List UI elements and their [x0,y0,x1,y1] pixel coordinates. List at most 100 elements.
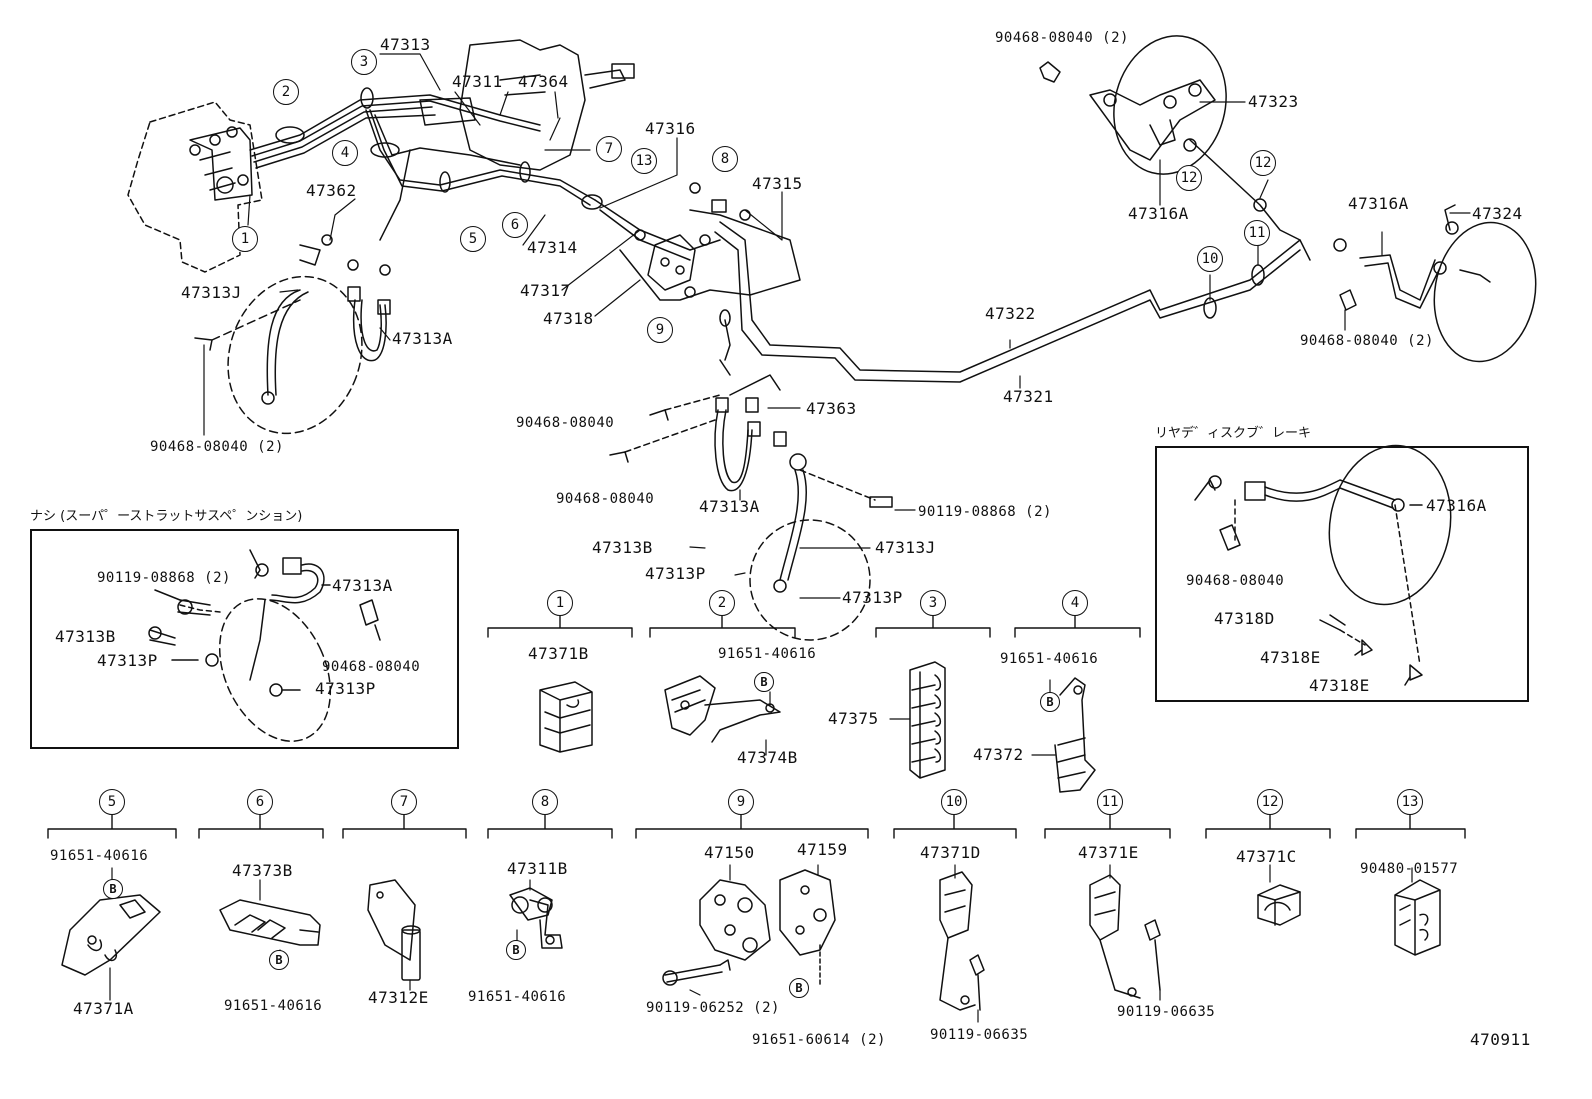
left-box-clip: 90468-08040 [322,659,421,675]
leader-lines [203,53,1471,599]
detail-9-b: 47159 [797,840,848,859]
detail-3-part: 47375 [828,709,879,728]
detail-8-part: 47311B [507,859,568,878]
detail-9-a: 47150 [704,843,755,862]
no-suspension-box [30,529,459,749]
brake-tube-bundle [249,87,721,261]
detail-callout-3: 3 [920,590,946,616]
label-47364: 47364 [518,72,569,91]
detail-5-part: 47371A [73,999,134,1018]
left-box-47313P-b: 47313P [315,679,376,698]
callout-9: 9 [647,317,673,343]
label-47317: 47317 [520,281,571,300]
label-47323: 47323 [1248,92,1299,111]
detail-brackets [47,613,1466,839]
detail-6-part: 47373B [232,861,293,880]
detail-5-bolt: 91651-40616 [50,848,149,864]
detail-7-part: 47312E [368,988,429,1007]
callout-6: 6 [502,212,528,238]
label-47324: 47324 [1472,204,1523,223]
center-hose-drawing [609,309,893,641]
detail-2-bolt: 91651-40616 [718,646,817,662]
bolt-marker-2: B [754,672,774,692]
rear-wheel-right [1333,204,1537,363]
label-47313J-mid: 47313J [875,538,936,557]
detail-callout-6: 6 [247,789,273,815]
detail-11-bolt: 90119-06635 [1117,1004,1216,1020]
left-box-47313P-a: 47313P [97,651,158,670]
callout-2: 2 [273,79,299,105]
detail-4-bolt: 91651-40616 [1000,651,1099,667]
callout-11: 11 [1244,220,1270,246]
left-box-bolt: 90119-08868 (2) [97,570,231,586]
bolt-marker-8: B [506,940,526,960]
detail-sketches [61,661,1441,1011]
rear-disc-title: リヤデ゛ィスクブ゛レーキ [1155,426,1312,441]
right-box-clip: 90468-08040 [1186,573,1285,589]
detail-10-bolt: 90119-06635 [930,1027,1029,1043]
callout-4: 4 [332,140,358,166]
callout-5: 5 [460,226,486,252]
label-47315: 47315 [752,174,803,193]
bolt-marker-5: B [103,879,123,899]
left-box-47313B: 47313B [55,627,116,646]
detail-12-part: 47371C [1236,847,1297,866]
detail-10-part: 47371D [920,843,981,862]
right-box-47318E-a: 47318E [1260,648,1321,667]
bolt-marker-9: B [789,978,809,998]
label-47313J: 47313J [181,283,242,302]
right-box-47318D: 47318D [1214,609,1275,628]
detail-callout-9: 9 [728,789,754,815]
clip-top-drawing [1039,61,1061,83]
label-47322: 47322 [985,304,1036,323]
callout-7: 7 [596,136,622,162]
right-box-47316A: 47316A [1426,496,1487,515]
detail-6-bolt: 91651-40616 [224,998,323,1014]
label-47316A-right: 47316A [1348,194,1409,213]
callout-8: 8 [712,146,738,172]
label-47316A-top: 47316A [1128,204,1189,223]
clip-right-drawing [1339,289,1357,311]
no-suspension-title: ナシ (スーパ゜ーストラットサスペ゜ンション) [30,509,303,524]
label-47313P-mid1: 47313P [645,564,706,583]
detail-1-part: 47371B [528,644,589,663]
detail-callout-5: 5 [99,789,125,815]
label-47316: 47316 [645,119,696,138]
label-47313A: 47313A [392,329,453,348]
callout-13: 13 [631,148,657,174]
label-47313: 47313 [380,35,431,54]
bolt-marker-6: B [269,950,289,970]
label-47313P-mid2: 47313P [842,588,903,607]
callout-1: 1 [232,226,258,252]
label-47318: 47318 [543,309,594,328]
detail-callout-4: 4 [1062,590,1088,616]
detail-callout-12: 12 [1257,789,1283,815]
detail-callout-8: 8 [532,789,558,815]
left-box-drawing [148,549,381,742]
callout-12a: 12 [1176,165,1202,191]
detail-4-part: 47372 [973,745,1024,764]
label-bolt-mid: 90119-08868 (2) [918,504,1052,520]
detail-13-part: 90480-01577 [1360,861,1459,877]
detail-9-bolt: 90119-06252 (2) [646,1000,780,1016]
label-47311: 47311 [452,72,503,91]
label-clip-c: 90468-08040 (2) [1300,333,1434,349]
detail-2-part: 47374B [737,748,798,767]
right-box-drawing [1194,444,1452,686]
detail-callout-13: 13 [1397,789,1423,815]
abs-actuator-drawing [127,101,263,273]
callout-3: 3 [351,49,377,75]
left-box-hose: 47313A [332,576,393,595]
callout-12b: 12 [1250,150,1276,176]
callout-10: 10 [1197,246,1223,272]
label-47362: 47362 [306,181,357,200]
label-clip-e: 90468-08040 [556,491,655,507]
brake-booster-drawing [419,39,635,171]
label-47313A-mid: 47313A [699,497,760,516]
rear-disc-box [1155,446,1529,702]
label-47321: 47321 [1003,387,1054,406]
label-47314: 47314 [527,238,578,257]
detail-callout-10: 10 [941,789,967,815]
